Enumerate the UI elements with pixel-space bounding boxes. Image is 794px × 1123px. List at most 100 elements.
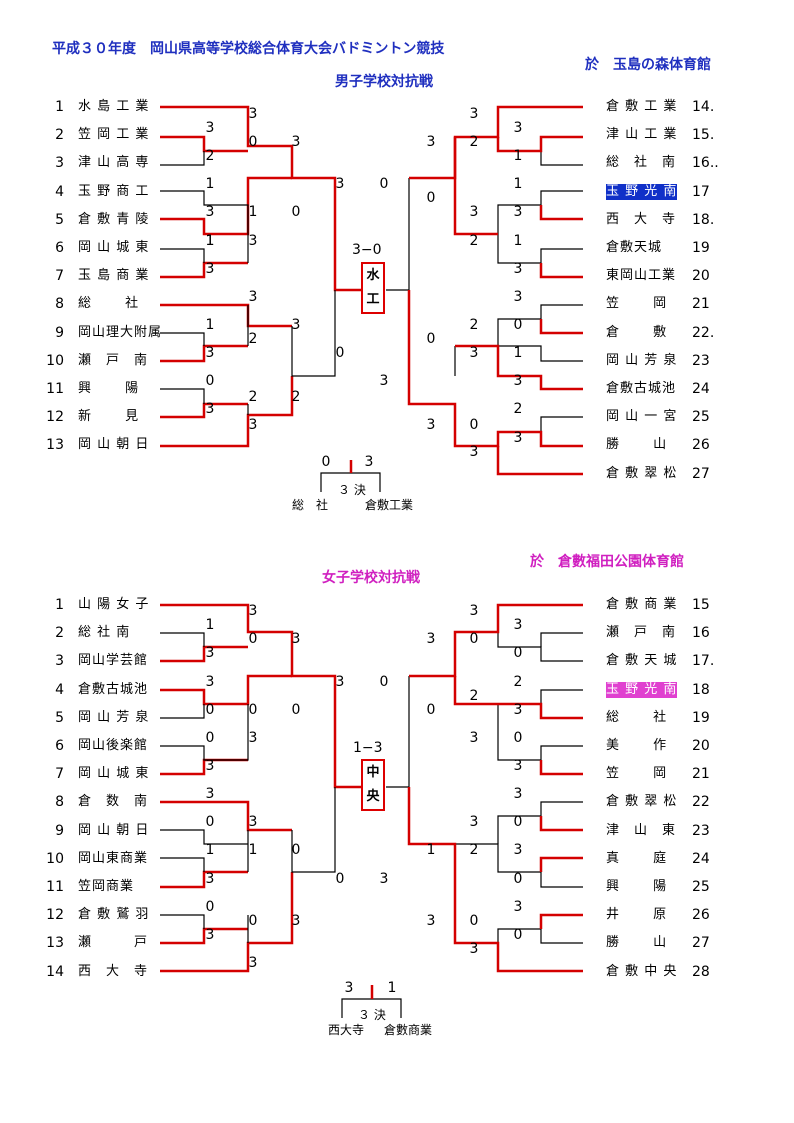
match-score: 0 (426, 190, 436, 206)
girls-right-team-name: 美 作 (606, 738, 668, 753)
boys-right-team-number: 22. (692, 324, 715, 341)
girls-left-team-name: 岡山後楽館 (78, 738, 149, 753)
match-score: 0 (426, 331, 436, 347)
match-score: 3 (513, 702, 523, 718)
girls-left-team-number: 6 (55, 738, 64, 754)
match-score: 0 (205, 702, 215, 718)
girls-right-team-name: 勝 山 (606, 935, 668, 951)
match-score: 3 (379, 373, 389, 389)
match-score: 3 (335, 674, 345, 690)
match-score: 3 (513, 430, 523, 446)
girls-left-team-number: 12 (46, 907, 64, 924)
boys-left-team-name: 玉 野 商 工 (78, 183, 150, 199)
boys-right-team-name: 津 山 工 業 (606, 127, 678, 143)
girls-left-team-number: 9 (55, 822, 64, 839)
boys-third-score-left: 0 (321, 454, 331, 470)
girls-right-team-name: 興 陽 (606, 879, 668, 894)
boys-section-title: 男子学校対抗戦 (335, 74, 433, 90)
match-score: 1 (248, 204, 258, 220)
boys-left-team-name: 興 陽 (78, 381, 140, 396)
match-score: 3 (248, 417, 258, 433)
boys-left-team-name: 倉 敷 青 陵 (78, 211, 150, 227)
girls-left-team-number: 14 (46, 963, 64, 980)
match-score: 3 (248, 233, 258, 249)
match-score: 0 (469, 417, 479, 433)
boys-right-team-name: 玉 野 光 南 (606, 183, 678, 200)
boys-left-team-number: 13 (46, 437, 64, 454)
boys-right-team-number: 18. (692, 211, 715, 228)
match-score: 3 (205, 871, 215, 887)
match-score: 2 (469, 233, 479, 249)
match-score: 3 (513, 842, 523, 858)
boys-left-team-number: 9 (55, 324, 64, 341)
boys-left-team-number: 3 (55, 155, 64, 172)
match-score: 3 (513, 617, 523, 633)
girls-left-team-name: 倉 敷 鷲 羽 (78, 907, 150, 923)
boys-left-team-number: 5 (55, 211, 64, 228)
boys-right-team-number: 19 (692, 240, 710, 256)
boys-right-team-number: 20 (692, 268, 710, 285)
match-score: 0 (248, 134, 258, 150)
boys-right-team-name: 岡 山 芳 泉 (606, 352, 678, 368)
match-score: 3 (469, 941, 479, 957)
boys-left-team-number: 6 (55, 240, 64, 256)
match-score: 1 (513, 233, 523, 249)
boys-left-team-number: 1 (55, 99, 64, 115)
girls-right-team-name: 笠 岡 (606, 766, 668, 782)
match-score: 3 (248, 289, 258, 305)
girls-right-team-number: 22 (692, 794, 710, 811)
girls-left-team-number: 11 (46, 879, 64, 895)
match-score: 0 (513, 814, 523, 830)
girls-champion-char-1: 中 (366, 765, 380, 780)
match-score: 3 (426, 134, 436, 150)
match-score: 1 (513, 176, 523, 192)
boys-left-team-name: 笠 岡 工 業 (78, 127, 150, 143)
match-score: 3 (469, 345, 479, 361)
match-score: 2 (248, 389, 258, 405)
boys-left-team-number: 8 (55, 296, 64, 313)
match-score: 0 (379, 674, 389, 690)
boys-right-team-name: 倉敷古城池 (606, 381, 677, 396)
girls-right-team-number: 17. (692, 653, 715, 670)
boys-third-right-team: 倉敷工業 (365, 498, 414, 512)
boys-right-team-name: 勝 山 (606, 437, 668, 453)
girls-right-team-number: 19 (692, 709, 710, 726)
match-score: 1 (248, 842, 258, 858)
girls-champion-box: 中 央 (361, 759, 385, 811)
girls-right-team-number: 15 (692, 597, 710, 613)
boys-champion-box: 水 工 (361, 262, 385, 314)
girls-third-right-team: 倉數商業 (384, 1023, 433, 1037)
girls-right-team-number: 21 (692, 766, 710, 783)
match-score: 3 (513, 204, 523, 220)
match-score: 2 (469, 688, 479, 704)
match-score: 3 (248, 955, 258, 971)
match-score: 0 (248, 631, 258, 647)
girls-left-team-number: 7 (55, 766, 64, 783)
girls-left-team-name: 岡山学芸館 (78, 653, 149, 669)
girls-third-score-right: 1 (387, 980, 397, 996)
boys-right-team-name: 倉 敷 (606, 324, 668, 340)
match-score: 1 (205, 233, 215, 249)
match-score: 1 (205, 842, 215, 858)
match-score: 3 (469, 730, 479, 746)
girls-left-team-name: 岡 山 城 東 (78, 766, 150, 782)
boys-left-black (160, 151, 336, 415)
boys-right-team-number: 16.. (692, 155, 719, 172)
boys-right-team-number: 15. (692, 127, 715, 144)
match-score: 3 (205, 261, 215, 277)
boys-right-team-name: 西 大 寺 (606, 211, 677, 227)
girls-right-team-name: 玉 野 光 南 (606, 681, 678, 698)
boys-left-team-name: 瀬 戸 南 (78, 352, 149, 368)
match-score: 3 (513, 373, 523, 389)
match-score: 3 (513, 120, 523, 136)
match-score: 1 (513, 345, 523, 361)
match-score: 0 (513, 927, 523, 943)
girls-final-score: 1−3 (353, 740, 383, 756)
match-score: 0 (335, 871, 345, 887)
match-score: 2 (248, 331, 258, 347)
match-score: 3 (205, 204, 215, 220)
match-score: 0 (513, 871, 523, 887)
girls-right-team-name: 倉 敷 中 央 (606, 963, 678, 979)
girls-left-team-name: 倉 数 南 (78, 794, 149, 810)
match-score: 3 (379, 871, 389, 887)
